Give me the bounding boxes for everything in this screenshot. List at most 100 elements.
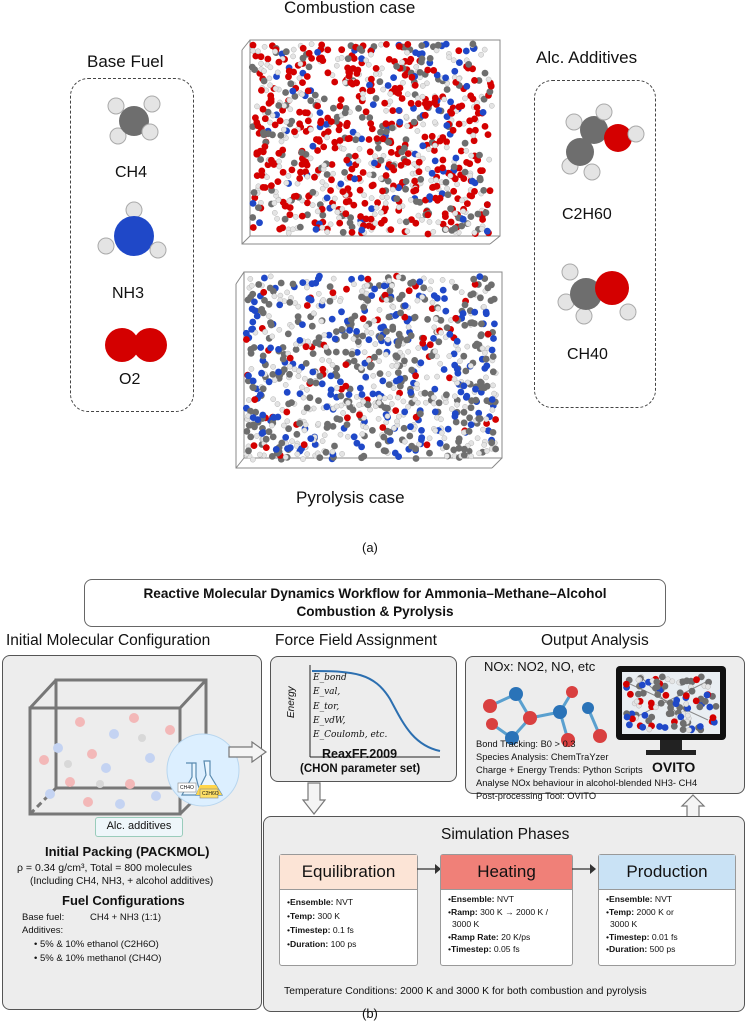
atom (336, 137, 344, 144)
atom (281, 422, 287, 429)
atom (284, 418, 291, 425)
atom (337, 96, 345, 103)
atom (424, 166, 431, 172)
atom (466, 160, 474, 168)
atom (323, 194, 331, 202)
atom (380, 282, 388, 290)
atom (354, 66, 362, 74)
atom (407, 389, 415, 396)
atom (436, 137, 444, 145)
atom (330, 104, 337, 112)
atom (324, 46, 332, 54)
methane-molecule-icon (107, 95, 161, 145)
packing-title: Initial Packing (PACKMOL) (45, 844, 210, 859)
atom (286, 97, 293, 104)
atom (248, 366, 255, 372)
atom (424, 66, 432, 74)
atom (298, 212, 306, 220)
atom (467, 213, 475, 221)
atom (305, 63, 313, 71)
atom (382, 128, 390, 135)
atom (328, 176, 335, 184)
atom (375, 144, 382, 152)
atom (478, 51, 484, 58)
simulation-title: Simulation Phases (441, 826, 570, 843)
atom (639, 689, 647, 697)
atom (393, 363, 400, 369)
nh3-label: NH3 (112, 285, 145, 302)
atom (376, 78, 384, 86)
atom (366, 171, 373, 178)
atom (356, 45, 364, 53)
atom (307, 435, 315, 442)
atom (418, 436, 425, 443)
atom (249, 214, 257, 221)
atom (350, 201, 358, 209)
atom (281, 202, 289, 210)
atom (635, 676, 642, 683)
atom (333, 372, 341, 380)
atom (290, 193, 298, 200)
atom (432, 348, 439, 355)
phase-heating: Heating •Ensemble: NVT •Ramp: 300 K → 20… (440, 854, 573, 966)
atom (264, 55, 272, 63)
atom (488, 439, 496, 447)
additive-line-2: • 5% & 10% methanol (CH4O) (34, 953, 162, 964)
atom (369, 427, 376, 434)
atom (270, 287, 277, 295)
phase-equilibration-name: Equilibration (301, 862, 396, 881)
atom (442, 213, 449, 221)
param-key: Duration: (290, 939, 329, 949)
atom (292, 346, 300, 353)
atom (351, 175, 358, 183)
atom (455, 438, 462, 446)
ff-term-5: E_Coulomb, etc. (313, 730, 388, 740)
atom (484, 284, 492, 292)
atom (278, 138, 285, 145)
atom (449, 126, 457, 134)
atom (319, 357, 326, 363)
atom (488, 102, 495, 109)
param-row: •Duration: 100 ps (287, 939, 357, 949)
atom (284, 289, 290, 296)
atom (299, 321, 306, 328)
atom (392, 312, 399, 319)
atom (365, 136, 373, 143)
atom (623, 713, 631, 721)
atom (395, 376, 403, 384)
atom (284, 330, 292, 338)
atom (696, 703, 704, 711)
param-value: NVT (494, 894, 515, 904)
atom (460, 208, 467, 215)
atom (489, 429, 497, 436)
atom (315, 420, 322, 427)
atom (335, 126, 343, 134)
atom (442, 40, 450, 48)
atom (627, 690, 634, 698)
atom (283, 180, 290, 186)
atom (455, 346, 462, 353)
atom (291, 128, 298, 136)
atom (481, 384, 488, 392)
atom (368, 75, 375, 83)
atom (282, 434, 290, 441)
atom (269, 112, 276, 119)
atom (395, 394, 401, 401)
atom (460, 451, 468, 459)
methanol-label: CH40 (567, 346, 608, 363)
atom (324, 134, 330, 141)
atom (376, 399, 382, 406)
atom (350, 357, 358, 365)
atom (712, 703, 720, 710)
atom (307, 126, 314, 133)
atom (465, 220, 472, 227)
atom (382, 120, 390, 128)
atom (360, 398, 367, 405)
atom (289, 226, 296, 233)
atom (269, 131, 276, 139)
atom (411, 177, 419, 185)
atom (272, 85, 279, 92)
atom (401, 313, 409, 321)
atom (368, 125, 376, 133)
atom (363, 323, 370, 330)
